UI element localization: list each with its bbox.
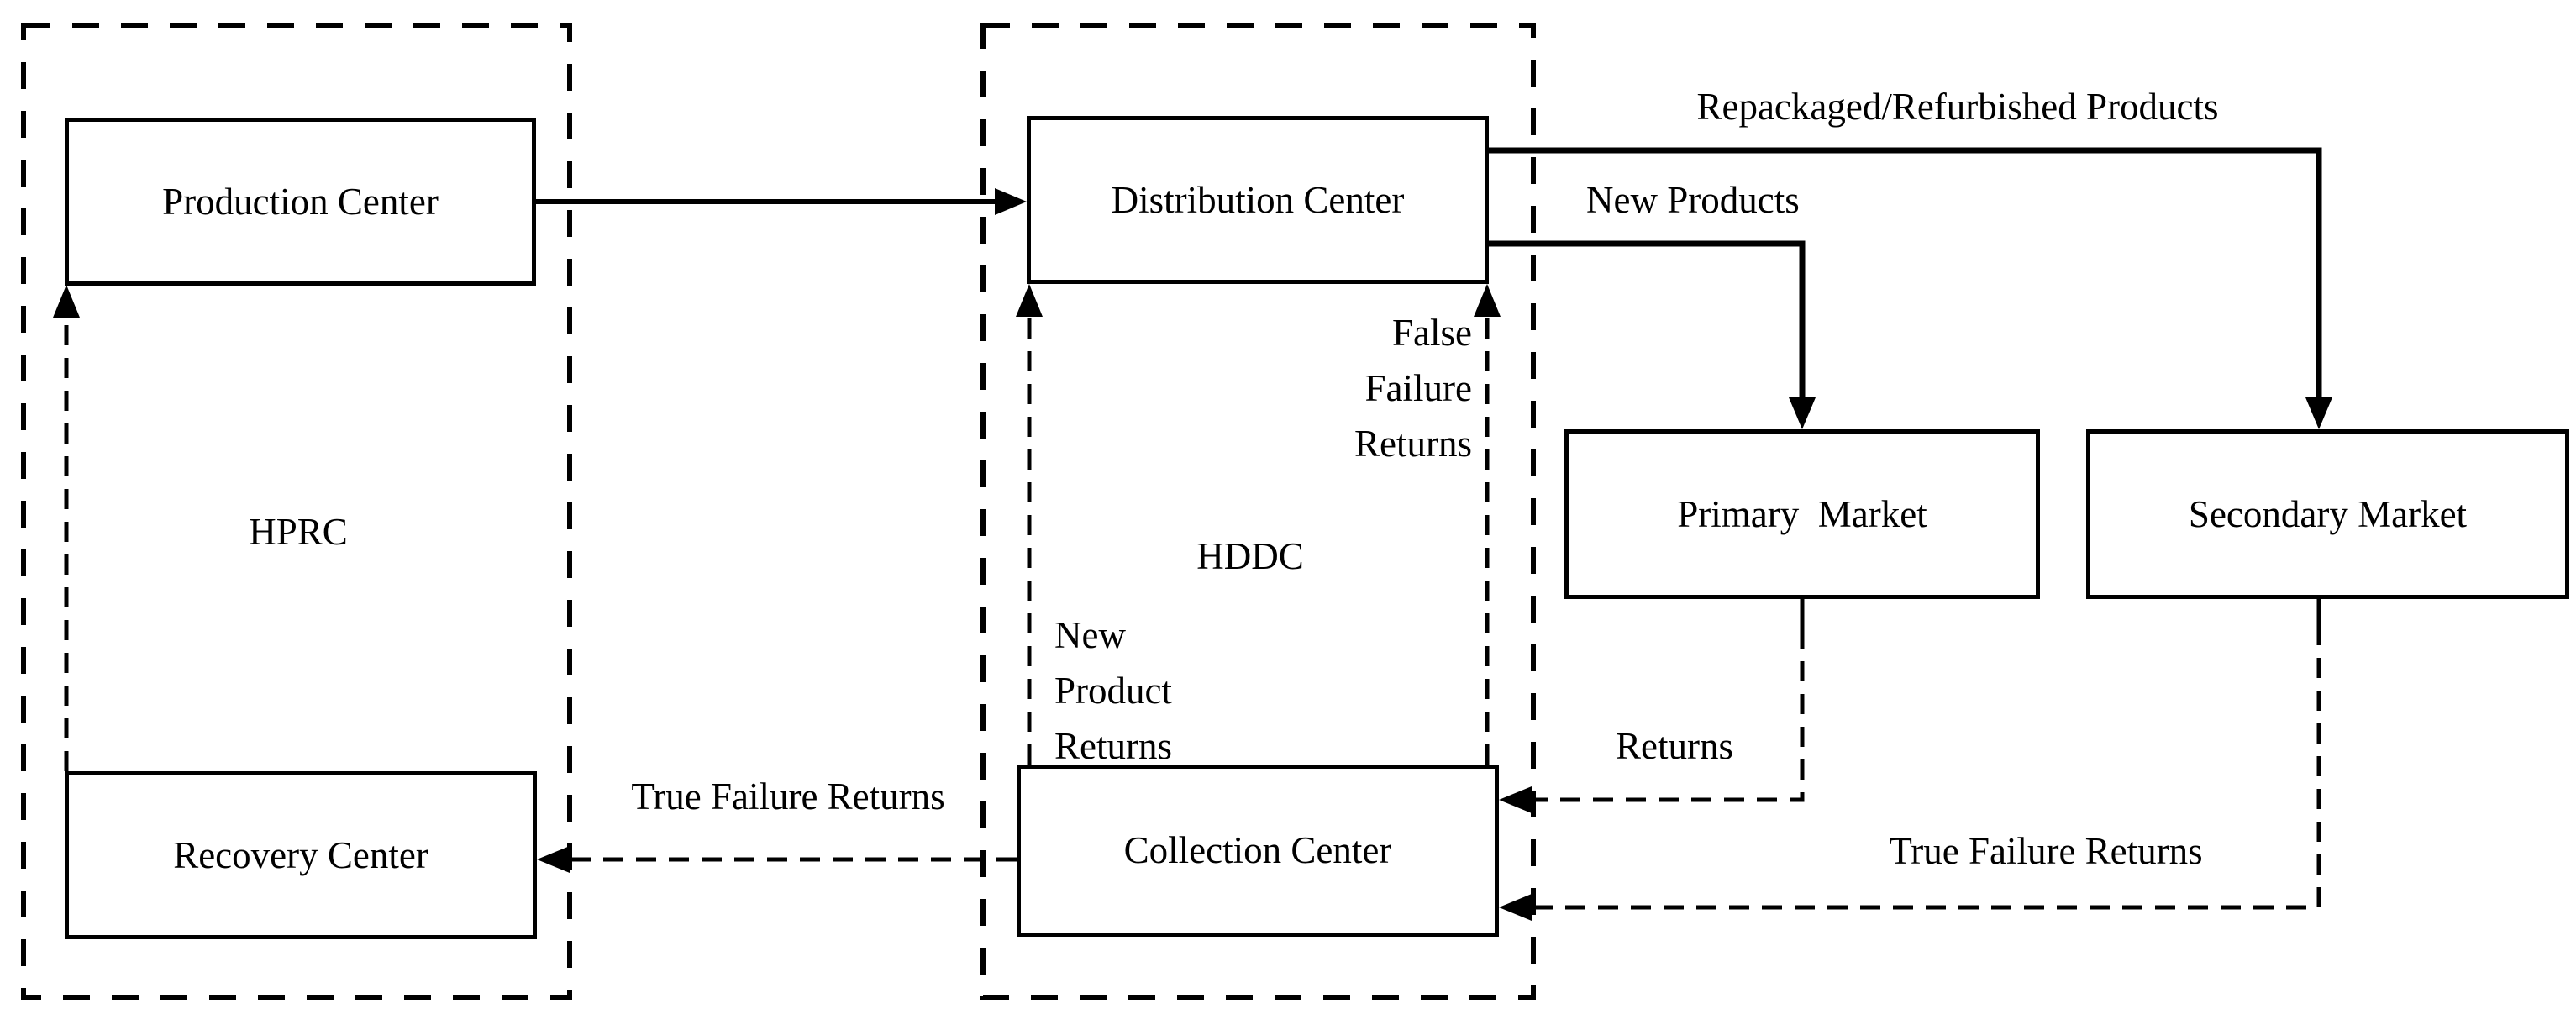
edge-primary-market-to-collection-returns xyxy=(1499,599,1805,813)
edge-distribution-to-primary-market xyxy=(1489,240,1816,429)
edge-recovery-to-production xyxy=(53,285,80,771)
collection-center-label: Collection Center xyxy=(1123,829,1392,872)
new-product-returns-label: New Product Returns xyxy=(1054,613,1172,768)
edge-production-to-distribution xyxy=(536,188,1027,215)
secondary-market-label: Secondary Market xyxy=(2188,492,2468,535)
returns-label: Returns xyxy=(1616,724,1733,767)
production-center-label: Production Center xyxy=(162,180,439,223)
distribution-center-label: Distribution Center xyxy=(1111,178,1405,221)
hddc-container-label: HDDC xyxy=(1196,534,1304,577)
true-failure-returns-right-label: True Failure Returns xyxy=(1889,829,2203,872)
secondary-market-box: Secondary Market xyxy=(2086,429,2569,599)
production-center-box: Production Center xyxy=(65,118,536,286)
edge-collection-to-distribution-new-product-returns xyxy=(1016,284,1043,765)
edge-collection-to-recovery-true-failure-returns xyxy=(537,846,1017,873)
primary-market-box: Primary Market xyxy=(1564,429,2040,599)
edge-collection-to-distribution-false-failure-returns xyxy=(1474,284,1501,765)
false-failure-returns-label: False Failure Returns xyxy=(1354,311,1472,465)
edge-secondary-market-to-collection-true-failure-returns xyxy=(1499,599,2321,921)
edge-distribution-to-secondary-market xyxy=(1489,147,2332,429)
new-products-label: New Products xyxy=(1586,178,1800,221)
hddc-container-border xyxy=(980,23,1536,1000)
recovery-center-label: Recovery Center xyxy=(173,833,428,876)
true-failure-returns-left-label: True Failure Returns xyxy=(631,775,945,817)
repackaged-refurbished-products-label: Repackaged/Refurbished Products xyxy=(1696,85,2219,128)
collection-center-box: Collection Center xyxy=(1017,765,1499,937)
primary-market-label: Primary Market xyxy=(1677,492,1927,535)
hprc-container-label: HPRC xyxy=(249,510,348,553)
hprc-container-border xyxy=(21,23,572,1000)
recovery-center-box: Recovery Center xyxy=(65,771,537,939)
distribution-center-box: Distribution Center xyxy=(1027,116,1489,284)
